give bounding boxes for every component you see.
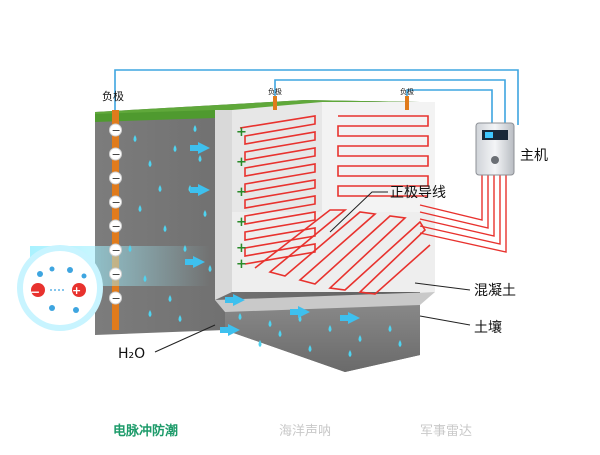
minus-marker	[109, 171, 122, 185]
negative-label-main: 负极	[102, 89, 124, 103]
minus-marker-glyph: −	[112, 244, 121, 257]
water-droplet	[198, 155, 202, 162]
plus-marker: +	[236, 125, 247, 140]
inset-minus-symbol: −	[30, 285, 40, 299]
water-droplet	[278, 330, 282, 337]
soil-label: 土壤	[474, 319, 502, 336]
moisture-arrow	[190, 184, 210, 196]
moisture-arrow	[190, 142, 210, 154]
minus-marker	[109, 123, 122, 137]
water-droplet	[183, 245, 187, 252]
water-label: H₂O	[118, 346, 145, 362]
moisture-arrow	[220, 324, 240, 336]
water-droplet	[328, 325, 332, 332]
minus-marker	[109, 147, 122, 161]
positive-charge-markers: ++++++	[236, 125, 247, 272]
moisture-arrow	[185, 256, 205, 268]
water-droplet	[158, 185, 162, 192]
tab-electric-pulse[interactable]: 电脉冲防潮	[113, 424, 179, 439]
minus-marker-glyph: −	[112, 268, 121, 281]
minus-marker	[109, 291, 122, 305]
minus-marker	[109, 243, 122, 257]
leader-lines	[154, 191, 471, 353]
water-droplet	[203, 210, 207, 217]
moisture-arrow	[290, 306, 310, 318]
positive-wire-label: 正极导线	[390, 185, 446, 201]
water-droplet	[398, 340, 402, 347]
minus-marker	[109, 267, 122, 281]
minus-marker-glyph: −	[112, 172, 121, 185]
moisture-arrow	[340, 312, 360, 324]
negative-label-small-2: 负极	[400, 87, 414, 96]
water-droplet	[178, 315, 182, 322]
tab-sonar[interactable]: 海洋声呐	[279, 424, 332, 439]
water-droplet	[148, 160, 152, 167]
left-wall-heating-wire	[239, 115, 316, 265]
ion-inset-circle	[17, 245, 103, 331]
water-droplet	[138, 205, 142, 212]
moisture-arrows	[185, 142, 360, 336]
red-wire-bundle	[419, 175, 507, 253]
tab-bar: 电脉冲防潮 海洋声呐 军事雷达	[0, 410, 600, 455]
water-droplet	[148, 310, 152, 317]
plus-marker: +	[236, 155, 247, 170]
minus-marker-glyph: −	[112, 148, 121, 161]
water-droplet	[163, 225, 167, 232]
host-unit	[475, 122, 515, 176]
water-droplet	[258, 340, 262, 347]
host-label: 主机	[520, 148, 548, 164]
moisture-arrow	[225, 294, 245, 306]
negative-charge-markers: − − − − − − − −	[109, 123, 122, 305]
water-droplet	[143, 275, 147, 282]
tab-radar[interactable]: 军事雷达	[420, 424, 473, 439]
water-droplet	[133, 135, 137, 142]
plus-marker: +	[236, 241, 247, 256]
plus-marker: +	[236, 257, 247, 272]
water-droplet	[168, 295, 172, 302]
water-droplet	[208, 265, 212, 272]
water-droplet	[268, 320, 272, 327]
water-droplet	[128, 245, 132, 252]
negative-label-small-1: 负极	[268, 87, 282, 96]
minus-marker	[109, 195, 122, 209]
inset-plus-symbol: +	[72, 284, 81, 297]
water-droplet	[308, 345, 312, 352]
water-droplet	[358, 335, 362, 342]
concrete-shell	[215, 102, 435, 312]
water-droplets	[128, 125, 402, 357]
plus-marker: +	[236, 215, 247, 230]
water-droplet	[348, 350, 352, 357]
electrode-rods-top	[273, 96, 409, 110]
water-droplet	[193, 125, 197, 132]
minus-marker-glyph: −	[112, 124, 121, 137]
plus-marker: +	[236, 185, 247, 200]
minus-marker	[109, 219, 122, 233]
water-droplet	[238, 313, 242, 320]
water-droplet	[388, 325, 392, 332]
minus-marker-glyph: −	[112, 292, 121, 305]
water-droplet	[173, 145, 177, 152]
back-wall-heating-wire	[337, 115, 429, 197]
minus-marker-glyph: −	[112, 220, 121, 233]
floor-heating-wire	[254, 209, 431, 295]
minus-marker-glyph: −	[112, 196, 121, 209]
concrete-label: 混凝土	[474, 283, 516, 299]
moisture-proofing-diagram: −−−−−−−− ++++++ 负极 负极 负极 主机 正极导线 混凝土 土壤 …	[17, 69, 548, 372]
